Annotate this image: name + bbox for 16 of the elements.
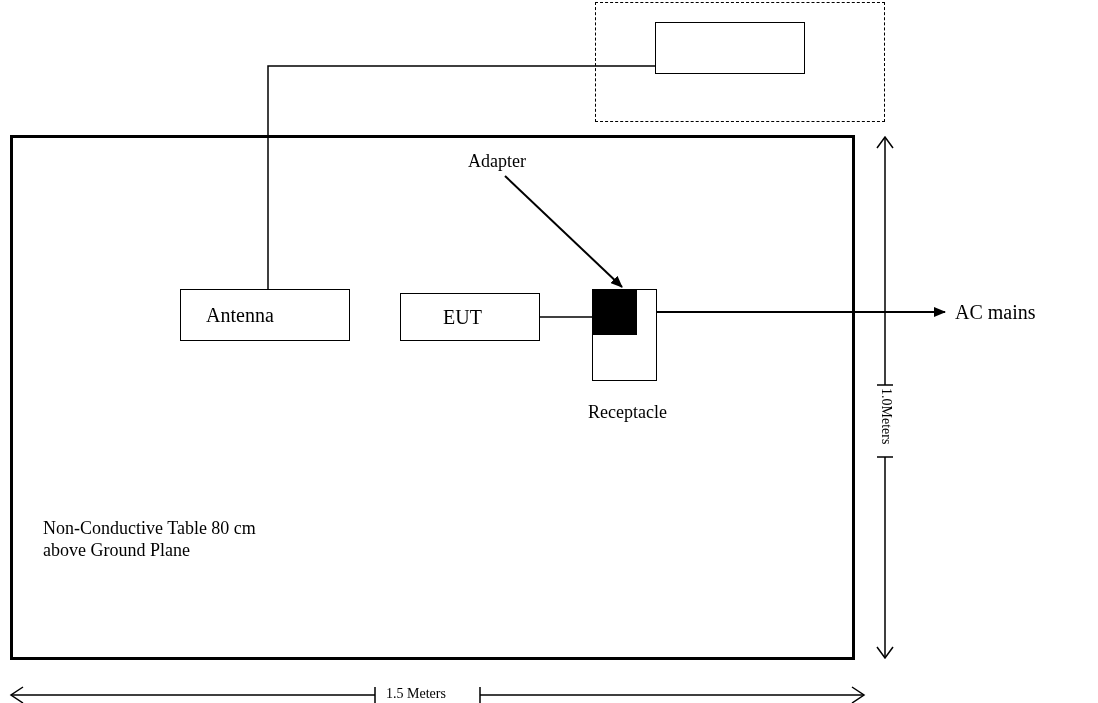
node-text: Receptacle	[588, 402, 667, 423]
antenna-box	[180, 289, 350, 341]
eut-box	[400, 293, 540, 341]
cable-line	[539, 316, 593, 318]
arrow	[656, 307, 946, 317]
table-outline	[10, 135, 855, 660]
node-text: Antenna	[206, 304, 274, 327]
dashed-enclosure	[595, 2, 885, 122]
cable-line	[267, 65, 656, 290]
node-text: EUT	[443, 306, 482, 329]
adapter-label: Adapter	[468, 148, 526, 174]
instrument-box	[654, 21, 805, 74]
ac-mains-label: AC mains	[955, 298, 1036, 326]
adapter-block	[591, 288, 637, 335]
leader-line	[504, 175, 623, 288]
node-text: Non-Conductive Table 80 cm above Ground Plane	[43, 518, 257, 562]
